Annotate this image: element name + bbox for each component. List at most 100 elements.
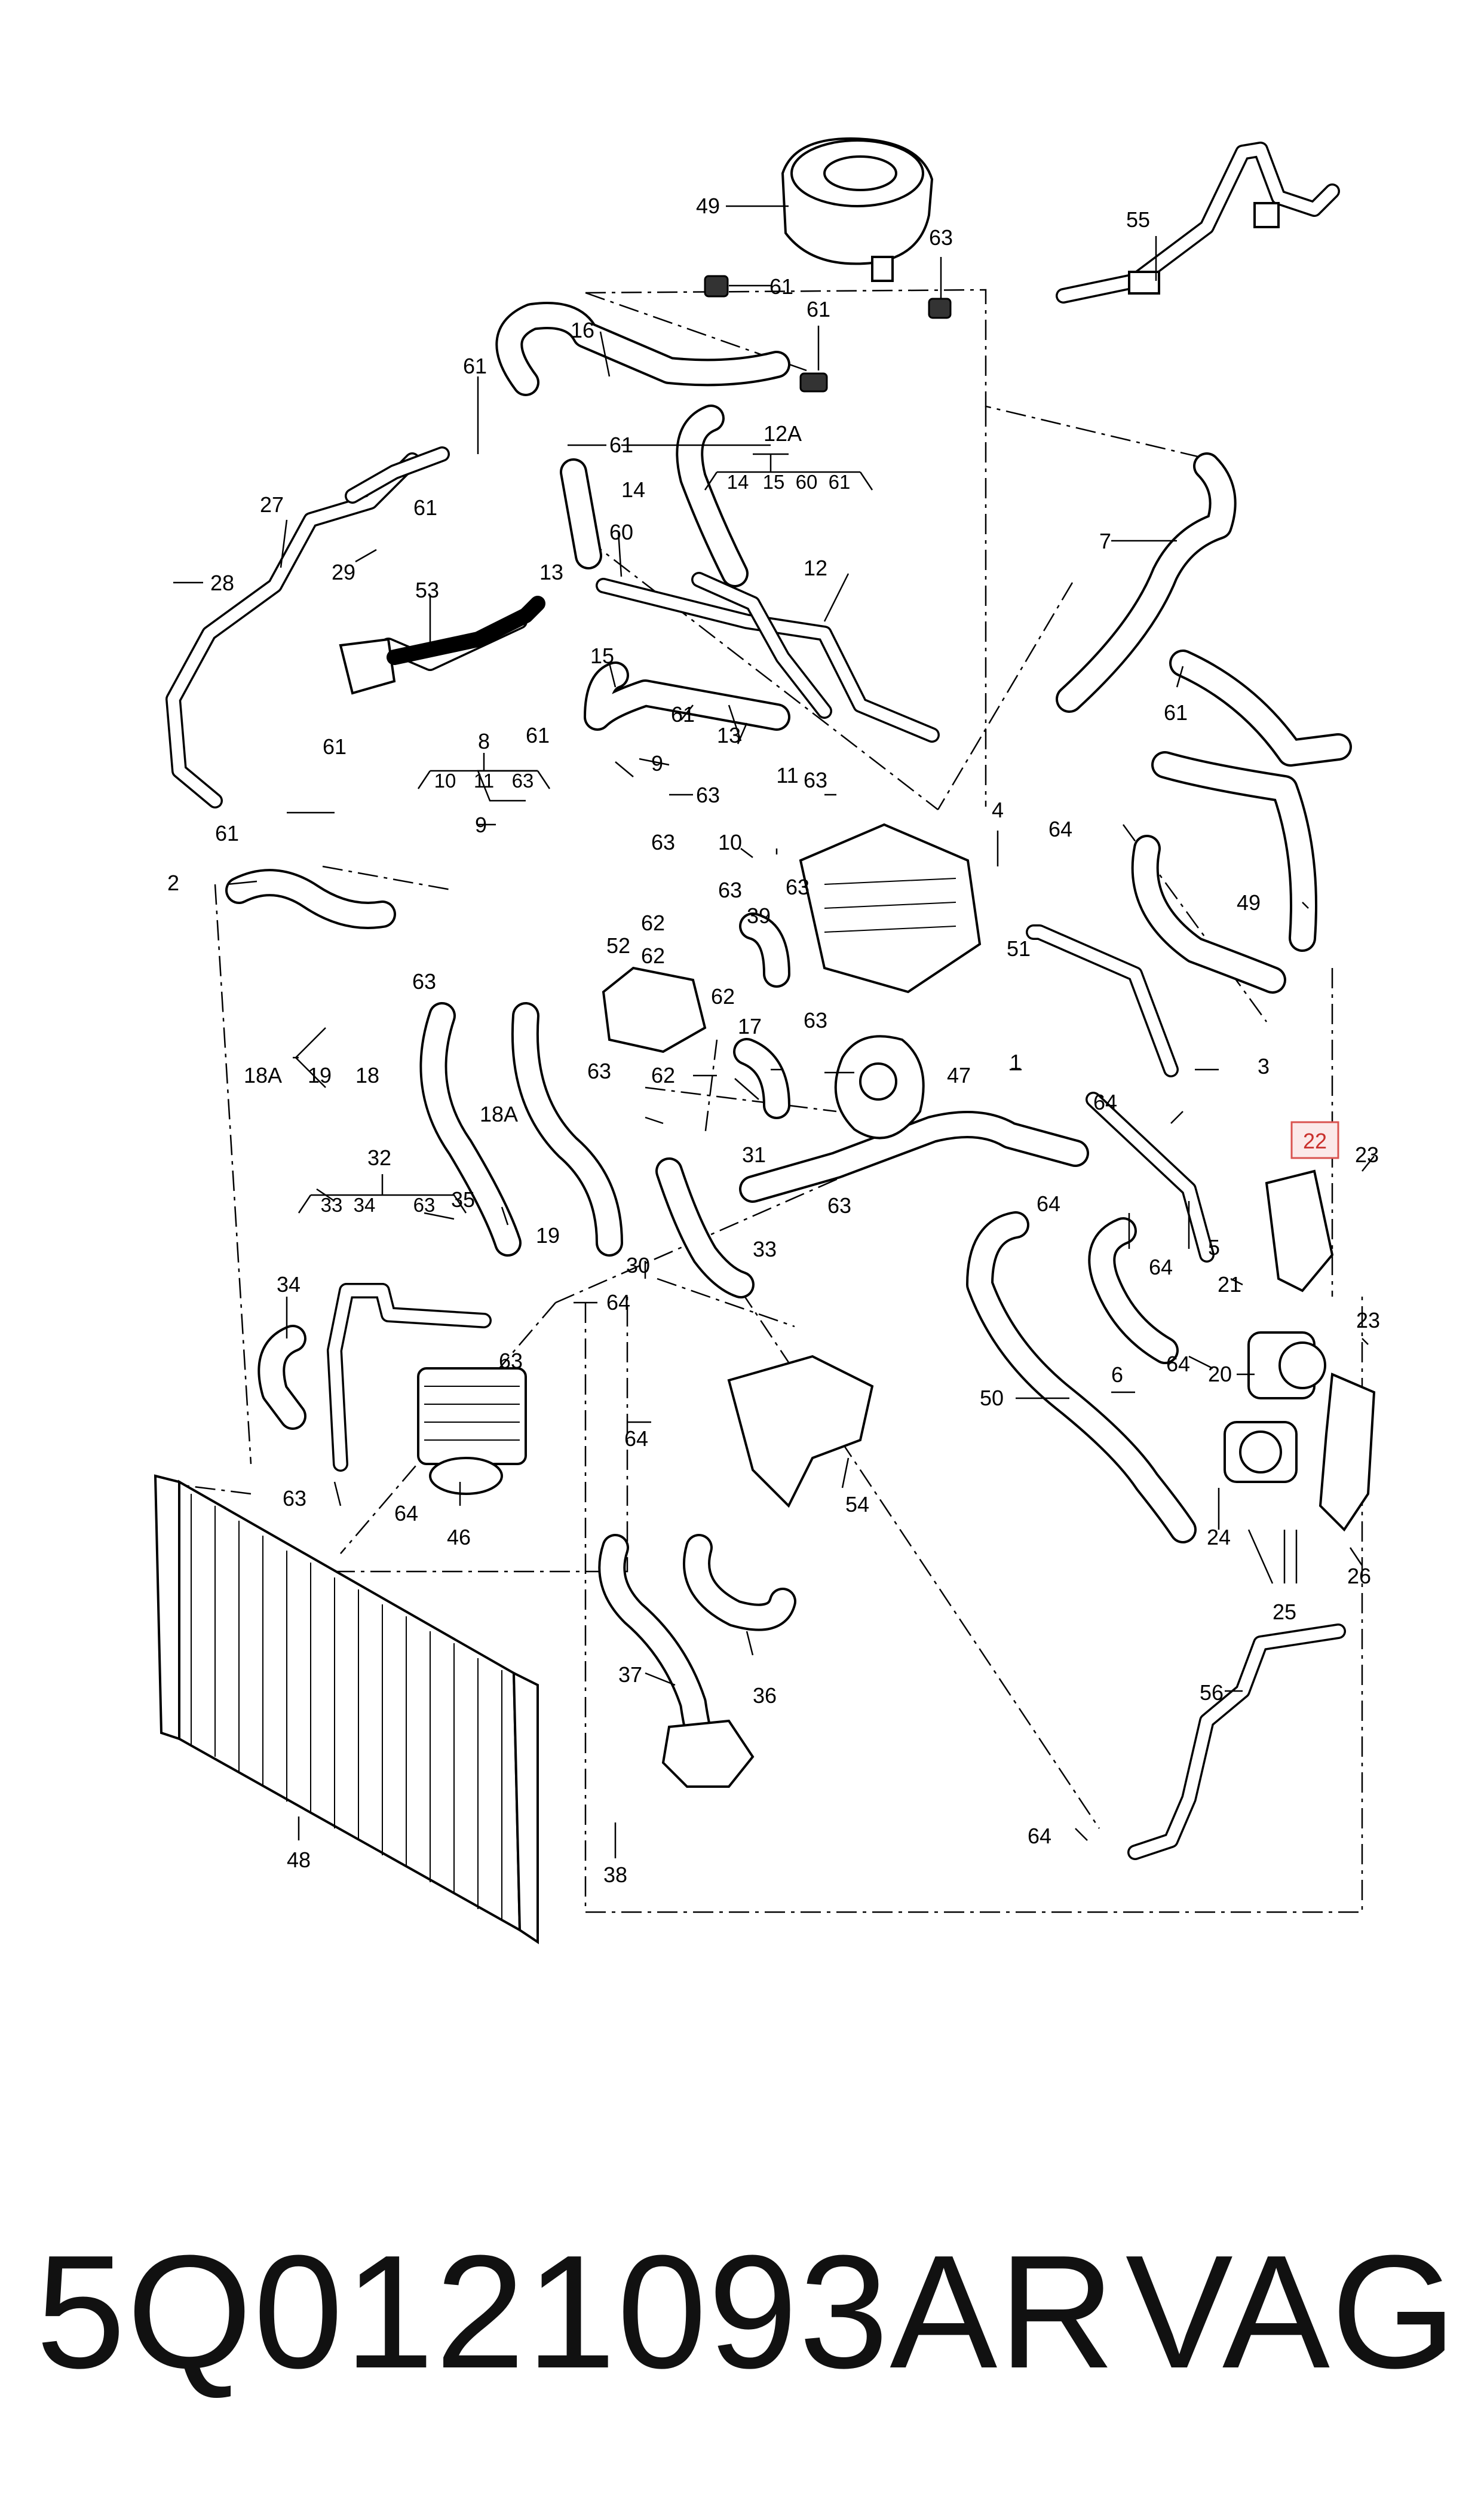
callout-55: 55 (1126, 207, 1150, 232)
brand-name: VAG (1125, 2222, 1458, 2402)
thermostat-housing-51 (799, 823, 982, 994)
leader-lines (173, 205, 1375, 1858)
callout-9a: 9 (651, 751, 663, 776)
callout-63l: 63 (283, 1486, 306, 1511)
callout-64i: 64 (394, 1501, 418, 1525)
callout-19a: 19 (308, 1063, 332, 1088)
callout-47: 47 (947, 1063, 971, 1088)
callout-63i: 63 (587, 1059, 611, 1083)
svg-text:22: 22 (1303, 1129, 1327, 1153)
group-bracket-12A (704, 453, 873, 491)
callout-63c: 63 (804, 768, 827, 792)
callout-62d: 62 (651, 1063, 675, 1088)
callout-23b: 23 (1356, 1308, 1380, 1332)
callout-labels: 49 61 63 55 16 61 61 61 12A 14 7 27 61 6… (167, 194, 1380, 1887)
part-number-footer: 5Q0121093AR VAG (36, 2222, 1458, 2402)
callout-64f: 64 (1166, 1352, 1190, 1376)
oil-cooler-46 (417, 1367, 527, 1495)
callout-64b: 64 (1093, 1090, 1117, 1114)
valve-52 (602, 966, 707, 1053)
callout-34: 34 (277, 1272, 301, 1297)
callout-64e: 64 (606, 1290, 630, 1315)
callout-1: 1 (1010, 1050, 1022, 1074)
callout-11: 11 (776, 763, 798, 788)
callout-12: 12 (804, 556, 827, 580)
callout-5: 5 (1208, 1235, 1220, 1260)
callout-61d: 61 (609, 433, 633, 457)
callout-63h: 63 (804, 1008, 827, 1033)
callout-15: 15 (590, 644, 614, 668)
bracket-22 (1265, 1169, 1334, 1292)
callout-63b: 63 (696, 783, 720, 807)
hose-bundle-top (495, 302, 1352, 994)
callout-28: 28 (210, 571, 234, 595)
callout-60: 60 (609, 520, 633, 544)
callout-26: 26 (1347, 1564, 1371, 1588)
connector-37 (661, 1719, 755, 1788)
callout-13b: 13 (717, 723, 741, 748)
radiator-fins (191, 1494, 502, 1921)
callout-38: 38 (603, 1863, 627, 1887)
thin-pipes (327, 1283, 1346, 1860)
callout-35: 35 (451, 1187, 475, 1212)
radiator-48 (154, 1474, 539, 1944)
group-8-sublabels: 10 11 63 (434, 770, 534, 792)
callout-13a: 13 (539, 560, 563, 584)
callout-6: 6 (1111, 1362, 1123, 1387)
callout-63e: 63 (718, 878, 742, 902)
callout-29: 29 (332, 560, 355, 584)
sensor-53 (339, 596, 545, 695)
callout-3: 3 (1258, 1054, 1270, 1079)
part-number: 5Q0121093AR (36, 2222, 1117, 2402)
callout-49a: 49 (696, 194, 720, 218)
callout-27: 27 (260, 492, 284, 517)
callout-64g: 64 (624, 1426, 648, 1451)
callout-18: 18 (355, 1063, 379, 1088)
svg-text:61: 61 (829, 471, 851, 493)
callout-56: 56 (1200, 1680, 1224, 1705)
callout-21: 21 (1218, 1272, 1241, 1297)
callout-64h: 64 (1028, 1824, 1051, 1848)
callout-62b: 62 (641, 944, 665, 968)
expansion-tank (704, 137, 952, 393)
callout-62c: 62 (711, 984, 735, 1009)
callout-30: 30 (626, 1253, 650, 1278)
callout-9b: 9 (475, 813, 487, 837)
svg-text:10: 10 (434, 770, 456, 792)
callout-63k: 63 (499, 1349, 523, 1373)
group-bracket-8 (417, 753, 551, 789)
callout-64c: 64 (1037, 1191, 1060, 1216)
svg-text:60: 60 (796, 471, 818, 493)
connector-housing-54 (727, 1355, 874, 1508)
callout-4: 4 (992, 798, 1004, 822)
callout-48: 48 (287, 1848, 311, 1872)
callout-61j: 61 (215, 821, 239, 846)
callout-12A: 12A (764, 421, 802, 446)
callout-16: 16 (571, 318, 594, 342)
callout-25: 25 (1273, 1600, 1296, 1624)
callout-61i: 61 (323, 734, 347, 759)
svg-text:15: 15 (763, 471, 785, 493)
callout-50: 50 (980, 1386, 1004, 1410)
svg-text:11: 11 (474, 770, 494, 792)
callout-64d: 64 (1149, 1255, 1173, 1279)
callout-63f: 63 (786, 875, 810, 899)
svg-text:63: 63 (512, 770, 534, 792)
callout-62a: 62 (641, 911, 665, 935)
water-pump-47 (834, 1035, 925, 1139)
group-12A-sublabels: 14 15 60 61 (727, 471, 851, 493)
callout-31: 31 (742, 1142, 766, 1167)
svg-text:14: 14 (727, 471, 749, 493)
bracket-26 (1319, 1373, 1376, 1532)
group-bracket-18A-19 (293, 1027, 326, 1088)
callout-2: 2 (167, 871, 179, 895)
svg-text:33: 33 (321, 1194, 343, 1216)
coolant-pipe-55 (1056, 142, 1340, 304)
exploded-parts-diagram: 22 49 61 63 55 16 61 61 61 12A 14 7 27 6… (154, 137, 1380, 1944)
highlight-callout-22[interactable]: 22 (1290, 1121, 1339, 1159)
svg-text:34: 34 (354, 1194, 376, 1216)
callout-23a: 23 (1355, 1142, 1379, 1167)
callout-39: 39 (747, 903, 771, 928)
callout-19b: 19 (536, 1223, 560, 1248)
callout-32: 32 (367, 1145, 391, 1170)
